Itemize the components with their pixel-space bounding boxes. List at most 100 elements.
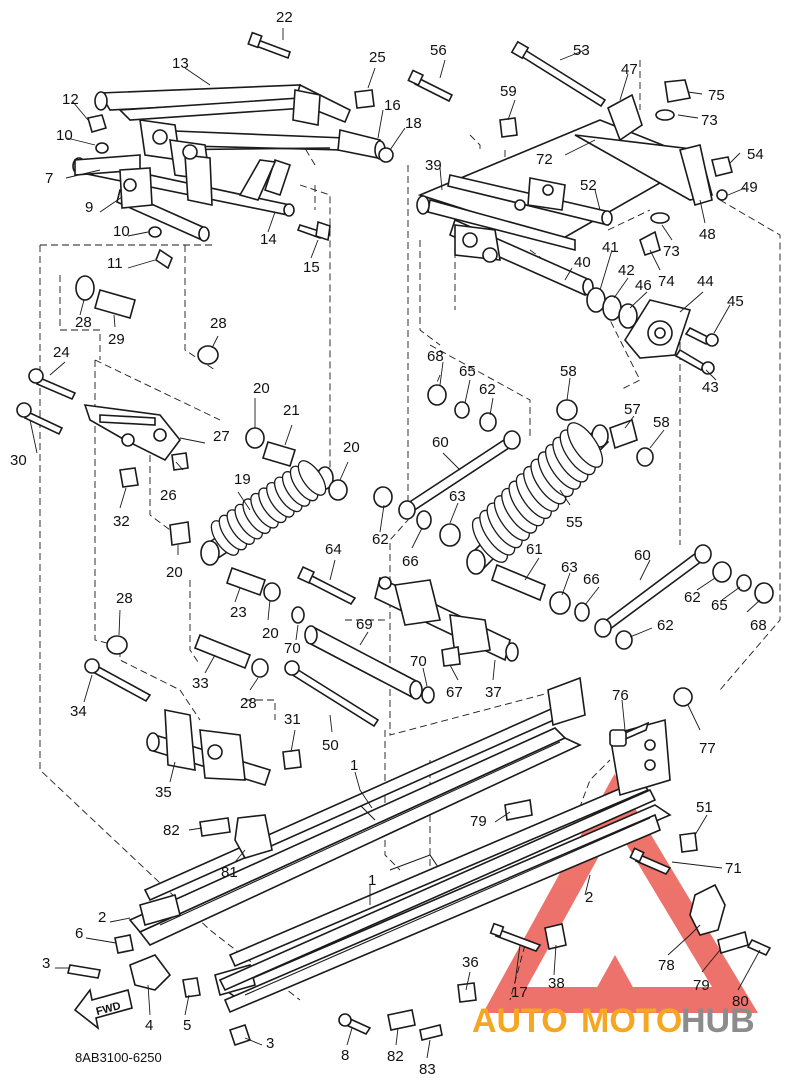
washer-73a	[655, 109, 675, 121]
part-label: 73	[701, 112, 718, 129]
part-label: 28	[240, 695, 257, 712]
part-label: 33	[192, 675, 209, 692]
nut-32	[119, 467, 139, 488]
part-label: 79	[470, 813, 487, 830]
rail-end-76-77	[547, 676, 693, 797]
part-label: 1	[368, 872, 376, 889]
part-label: 57	[624, 401, 641, 418]
link-rod-60a	[398, 430, 521, 520]
bolt-15	[296, 220, 331, 242]
bolt-8	[338, 1013, 372, 1036]
bracket-35	[146, 709, 272, 786]
part-label: 52	[580, 177, 597, 194]
part-label: 19	[234, 471, 251, 488]
part-label: 65	[459, 363, 476, 380]
collar-70b	[421, 686, 435, 704]
collar-68b	[754, 582, 774, 604]
bolt-74	[639, 230, 661, 257]
part-label: 2	[98, 909, 106, 926]
bolt-53	[510, 40, 607, 108]
part-label: 58	[560, 363, 577, 380]
nut-18	[378, 147, 394, 163]
clip-79b	[717, 930, 749, 955]
collar-28d	[251, 658, 269, 678]
part-label: 32	[113, 513, 130, 530]
part-label: 9	[85, 199, 93, 216]
part-label: 17	[511, 984, 528, 1001]
part-label: 62	[479, 381, 496, 398]
part-label: 75	[708, 87, 725, 104]
nut-26	[171, 452, 189, 471]
part-label: 71	[725, 860, 742, 877]
part-label: 28	[75, 314, 92, 331]
part-label: 22	[276, 9, 293, 26]
collar-25	[354, 89, 375, 109]
part-label: 15	[303, 259, 320, 276]
nut-12	[86, 114, 108, 133]
part-label: 1	[350, 757, 358, 774]
collar-20d	[263, 582, 281, 602]
bolt-45	[684, 326, 719, 347]
part-label: 76	[612, 687, 629, 704]
collar-28c	[106, 635, 128, 655]
bolt-3b	[228, 1023, 252, 1047]
bolt-50	[284, 660, 380, 728]
front-arm-assembly	[72, 83, 386, 242]
washer-65b	[736, 574, 752, 592]
slide-rail-left	[128, 703, 672, 1014]
part-label: 28	[210, 315, 227, 332]
part-label: 74	[658, 273, 675, 290]
part-label: 50	[322, 737, 339, 754]
spacer-57	[609, 418, 638, 450]
part-label: 35	[155, 784, 172, 801]
bolt-3a	[67, 964, 101, 979]
part-label: 12	[62, 91, 79, 108]
part-label: 39	[425, 157, 442, 174]
collar-58a	[556, 399, 578, 421]
part-label: 70	[284, 640, 301, 657]
part-label: 20	[166, 564, 183, 581]
part-label: 62	[372, 531, 389, 548]
part-label: 62	[684, 589, 701, 606]
part-label: 60	[432, 434, 449, 451]
fwd-arrow-icon: FWD	[73, 988, 133, 1030]
watermark-logo-mark	[483, 773, 758, 1013]
link-rod-60b	[594, 544, 712, 638]
part-label: 81	[221, 864, 238, 881]
part-label: 28	[116, 590, 133, 607]
part-label: 40	[574, 254, 591, 271]
part-label: 23	[230, 604, 247, 621]
bolt-24	[28, 368, 77, 401]
nut-75	[664, 79, 692, 103]
part-label: 77	[699, 740, 716, 757]
washers-41-42-46	[586, 287, 638, 329]
part-label: 47	[621, 61, 638, 78]
part-label: 66	[583, 571, 600, 588]
collar-20c	[328, 479, 348, 501]
part-label: 29	[108, 331, 125, 348]
bolt-22	[247, 31, 292, 60]
nut-54	[711, 156, 733, 177]
part-label: 54	[747, 146, 764, 163]
part-label: 58	[653, 414, 670, 431]
part-label: 42	[618, 262, 635, 279]
collar-63b	[549, 591, 571, 615]
collar-70a	[291, 606, 305, 624]
watermark-word-hub: HUB	[681, 1002, 755, 1040]
part-label: 66	[402, 553, 419, 570]
part-label: 44	[697, 273, 714, 290]
part-label: 53	[573, 42, 590, 59]
part-label: 68	[427, 348, 444, 365]
clip-82b	[387, 1009, 416, 1031]
collar-28a	[75, 275, 95, 301]
part-label: 82	[387, 1048, 404, 1065]
nut-36	[457, 982, 477, 1003]
nut-51	[679, 832, 698, 853]
part-label: 38	[548, 975, 565, 992]
part-label: 14	[260, 231, 277, 248]
part-label: 2	[585, 889, 593, 906]
spacer-21	[261, 441, 297, 467]
shaft-69	[304, 625, 423, 700]
